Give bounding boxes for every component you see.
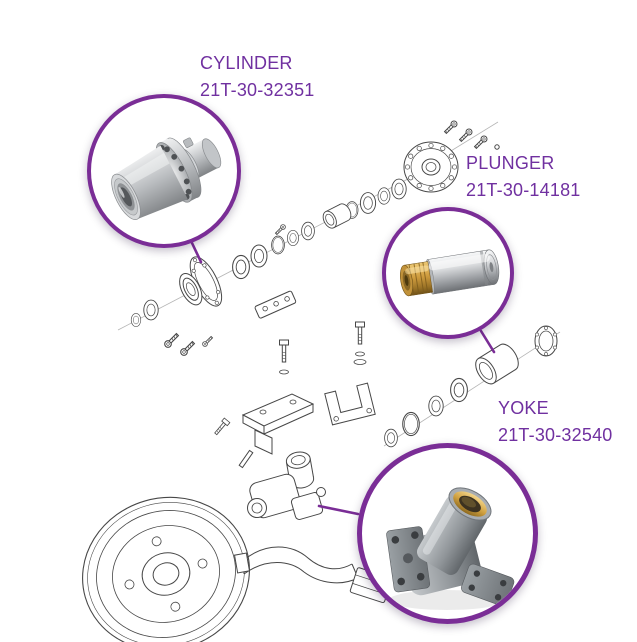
plunger-part-name: PLUNGER — [466, 153, 555, 173]
mounting-plate-drawing — [241, 393, 315, 455]
cylinder-part-name: CYLINDER — [200, 53, 293, 73]
yoke-part-name: YOKE — [498, 398, 549, 418]
brake-drum-drawing — [82, 496, 250, 642]
cylinder-label: CYLINDER 21T-30-32351 — [200, 50, 315, 104]
plunger-label: PLUNGER 21T-30-14181 — [466, 150, 581, 204]
plunger-photo — [399, 249, 500, 297]
fastener-screws-top-right — [442, 119, 500, 151]
left-fasteners — [130, 299, 214, 358]
yoke-part-number: 21T-30-32540 — [498, 425, 613, 445]
vertical-bolts — [212, 321, 367, 437]
hub-drawing — [179, 256, 223, 307]
yoke-photo-callout — [357, 443, 538, 624]
cylinder-photo — [111, 137, 222, 220]
callout-leader-lines — [190, 241, 496, 516]
seal-ring-chain — [232, 178, 407, 280]
yoke-label: YOKE 21T-30-32540 — [498, 395, 613, 449]
cylinder-part-number: 21T-30-32351 — [200, 80, 315, 100]
small-bracket-drawing — [254, 290, 297, 319]
plunger-part-number: 21T-30-14181 — [466, 180, 581, 200]
right-lower-chain — [384, 325, 558, 448]
yoke-assembly-drawing — [238, 449, 326, 520]
cylinder-photo-callout — [87, 94, 241, 248]
u-bracket-drawing — [324, 382, 376, 426]
plunger-photo-callout — [382, 207, 514, 339]
flange-drawing — [403, 141, 459, 193]
yoke-photo — [386, 487, 515, 610]
